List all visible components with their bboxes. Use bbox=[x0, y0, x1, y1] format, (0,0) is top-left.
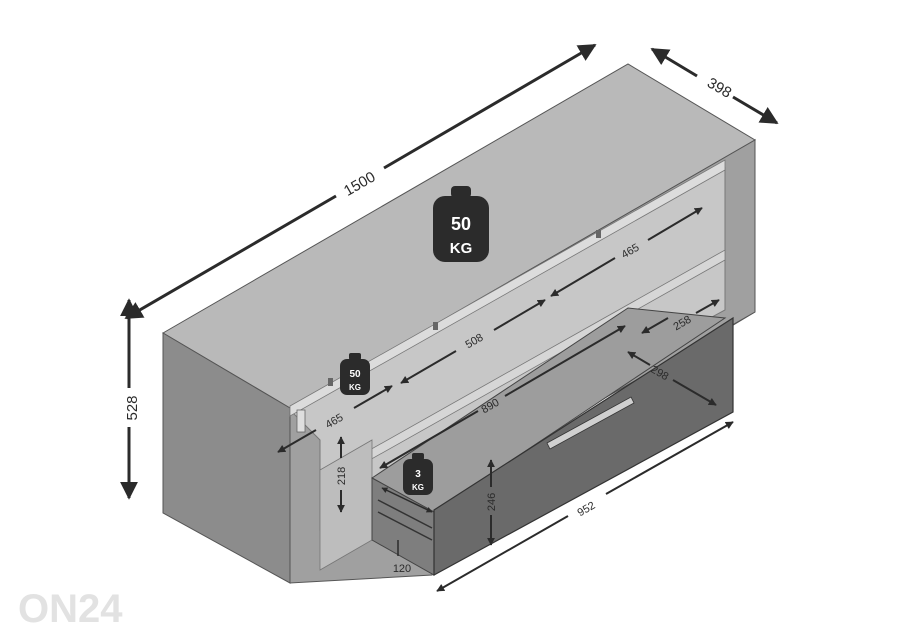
weight-top-value: 50 bbox=[451, 214, 471, 234]
weight-icon-top: 50 KG bbox=[433, 186, 489, 262]
dim-drawer-height: 246 bbox=[486, 493, 498, 511]
weight-drawer-unit: KG bbox=[412, 483, 424, 492]
dim-width: 1500 bbox=[341, 168, 378, 199]
front-trim bbox=[296, 409, 306, 433]
drawer-front bbox=[433, 316, 734, 577]
upper-shelf bbox=[289, 159, 726, 417]
drawer-runner bbox=[377, 511, 433, 541]
dim-depth: 398 bbox=[704, 74, 734, 101]
dim-left-height: 218 bbox=[336, 467, 348, 485]
drawer-handle[interactable] bbox=[546, 396, 635, 450]
weight-icon-drawer: 3 KG bbox=[403, 453, 433, 495]
cabinet bbox=[162, 63, 756, 584]
weight-top-unit: KG bbox=[450, 240, 473, 257]
dimension-lines bbox=[120, 43, 779, 592]
shelf-pin bbox=[328, 378, 333, 386]
watermark-logo: ON24 bbox=[18, 587, 123, 631]
weight-shelf-unit: KG bbox=[349, 383, 361, 392]
shelf-pin bbox=[596, 230, 601, 238]
dim-height: 528 bbox=[124, 395, 141, 420]
weight-icon-shelf: 50 KG bbox=[340, 353, 370, 395]
dim-drawer-width: 952 bbox=[576, 500, 598, 520]
shelf-pin bbox=[433, 322, 438, 330]
dim-drawer-inner: 120 bbox=[393, 563, 411, 575]
weight-shelf-value: 50 bbox=[349, 369, 361, 380]
weight-drawer-value: 3 bbox=[415, 469, 421, 480]
